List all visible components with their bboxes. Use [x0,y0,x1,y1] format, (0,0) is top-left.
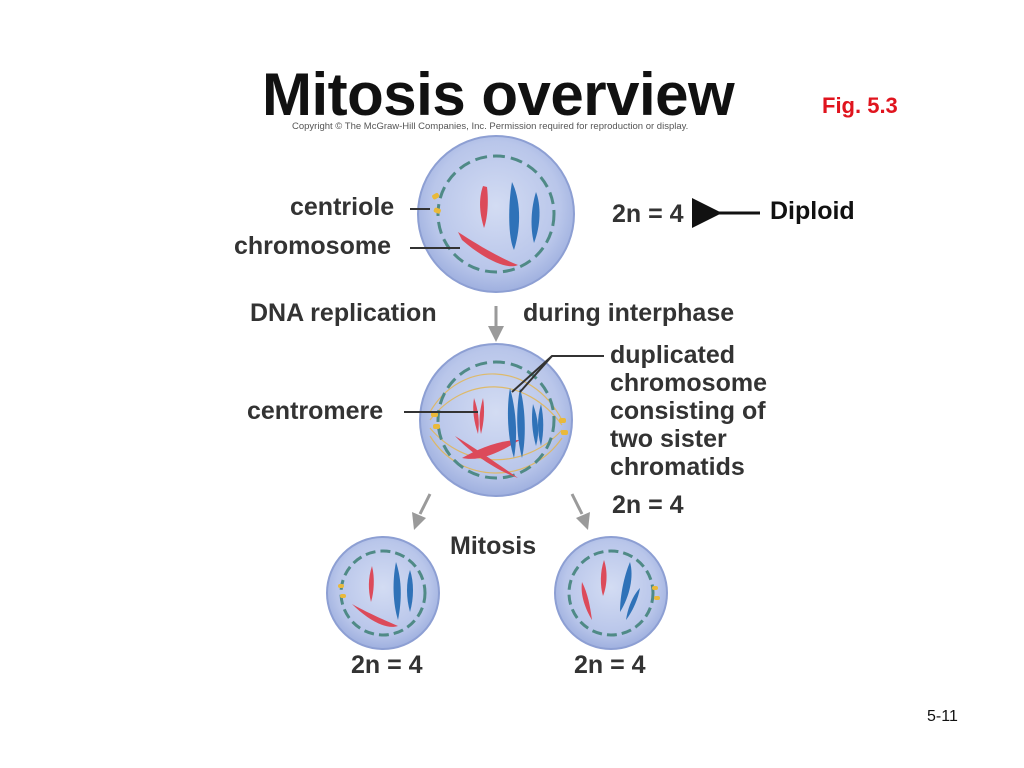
label-mitosis: Mitosis [450,532,537,560]
mitosis-arrow-left [412,493,432,530]
mitosis-arrow-right [570,493,590,530]
label-during-interphase: during interphase [523,299,735,327]
centriole-icon [340,594,346,598]
centriole-icon [432,193,441,214]
label-centriole: centriole [290,193,395,221]
chromosome-red [458,232,518,267]
label-duplicated-line-5: chromatids [610,453,745,481]
duplicated-leader-2 [519,355,553,393]
replication-arrow [488,306,504,342]
ploidy-right: 2n = 4 [574,651,646,679]
label-duplicated-line-1: duplicated [610,341,736,369]
label-duplicated-line-2: chromosome [610,369,767,397]
chromosome-blue [509,182,520,250]
daughter-cell-right [554,536,668,650]
nuclear-envelope [436,154,556,274]
centriole-icon [338,584,344,588]
label-chromosome: chromosome [234,232,391,260]
copyright-notice: Copyright © The McGraw-Hill Companies, I… [292,121,689,132]
label-centromere: centromere [247,397,384,425]
page-title: Mitosis overview [262,61,735,128]
label-duplicated-line-3: consisting of [610,397,766,425]
slide-number: 5-11 [927,708,958,725]
figure-reference: Fig. 5.3 [822,93,898,118]
centriole-icon [431,412,568,435]
centriole-icon [654,596,660,600]
cell-duplicated [419,343,573,497]
ploidy-top: 2n = 4 [612,200,684,228]
daughter-cell-left [326,536,440,650]
label-duplicated-line-4: two sister [610,425,727,453]
nuclear-envelope [339,549,427,637]
nuclear-envelope [567,549,655,637]
chromosome-red [480,186,488,228]
label-dna-replication: DNA replication [250,299,437,327]
chromosome-blue [531,192,540,243]
centriole-icon [652,586,658,590]
ploidy-left: 2n = 4 [351,651,423,679]
cell-interphase [417,135,575,293]
ploidy-middle: 2n = 4 [612,491,684,519]
nuclear-envelope [436,360,556,480]
label-diploid: Diploid [770,197,855,225]
